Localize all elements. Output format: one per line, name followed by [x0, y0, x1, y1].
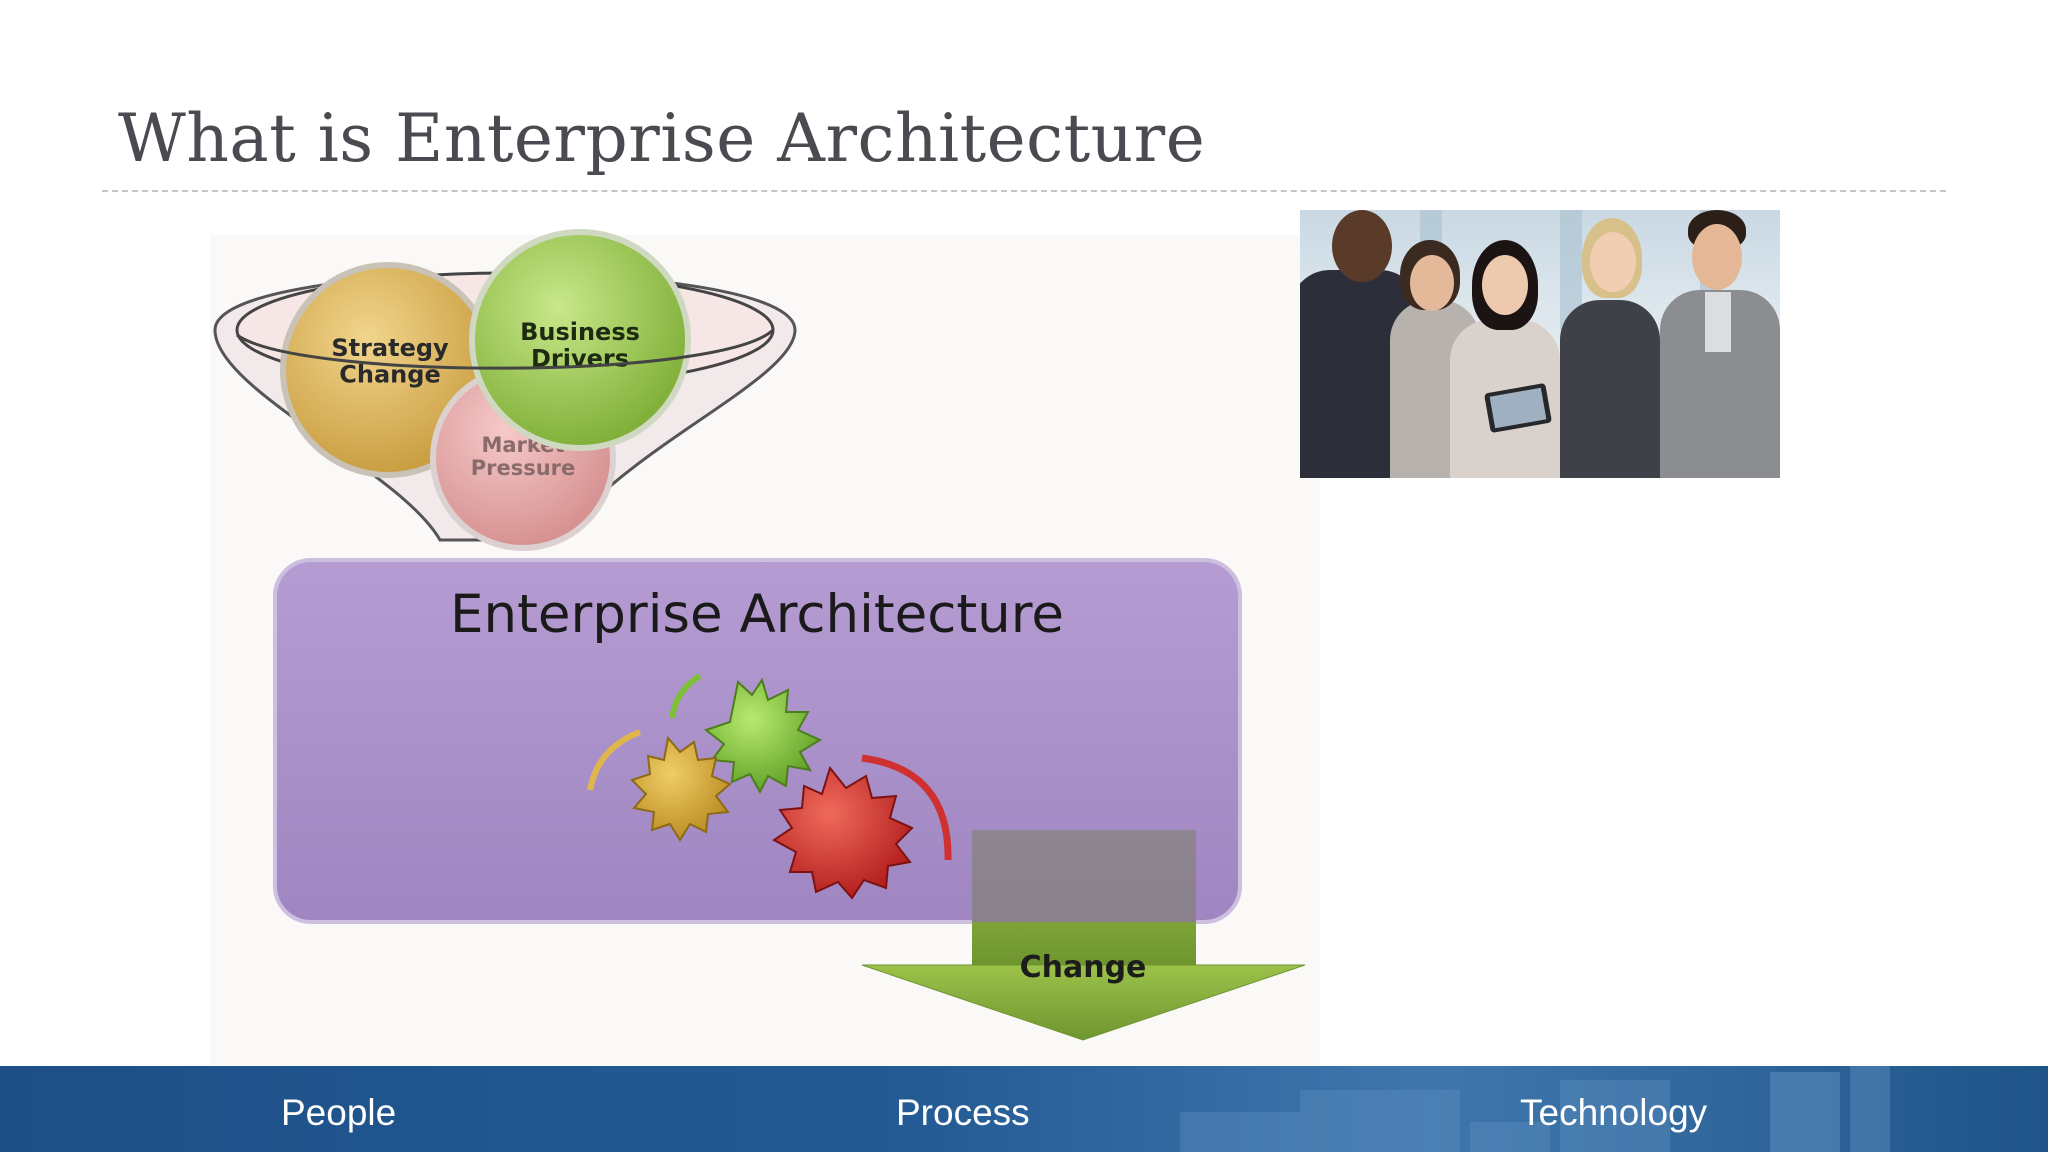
- svg-text:Change: Change: [1020, 950, 1147, 985]
- gear-green-icon: [669, 673, 823, 795]
- funnel-front-rim: [236, 328, 775, 370]
- change-output-arrow: Change: [861, 830, 1306, 1041]
- footer-label-technology: Technology: [1520, 1092, 1708, 1133]
- gear-yellow-icon: [587, 729, 732, 842]
- title-divider: [102, 190, 1946, 192]
- gear-red-icon: [772, 754, 952, 900]
- footer-label-people: People: [281, 1092, 397, 1133]
- footer-band: [0, 1066, 2048, 1152]
- footer-label-process: Process: [896, 1092, 1030, 1133]
- svg-text:Enterprise Architecture: Enterprise Architecture: [450, 584, 1064, 645]
- business-team-photo: [1300, 210, 1780, 478]
- slide-title: What is Enterprise Architecture: [118, 100, 1206, 177]
